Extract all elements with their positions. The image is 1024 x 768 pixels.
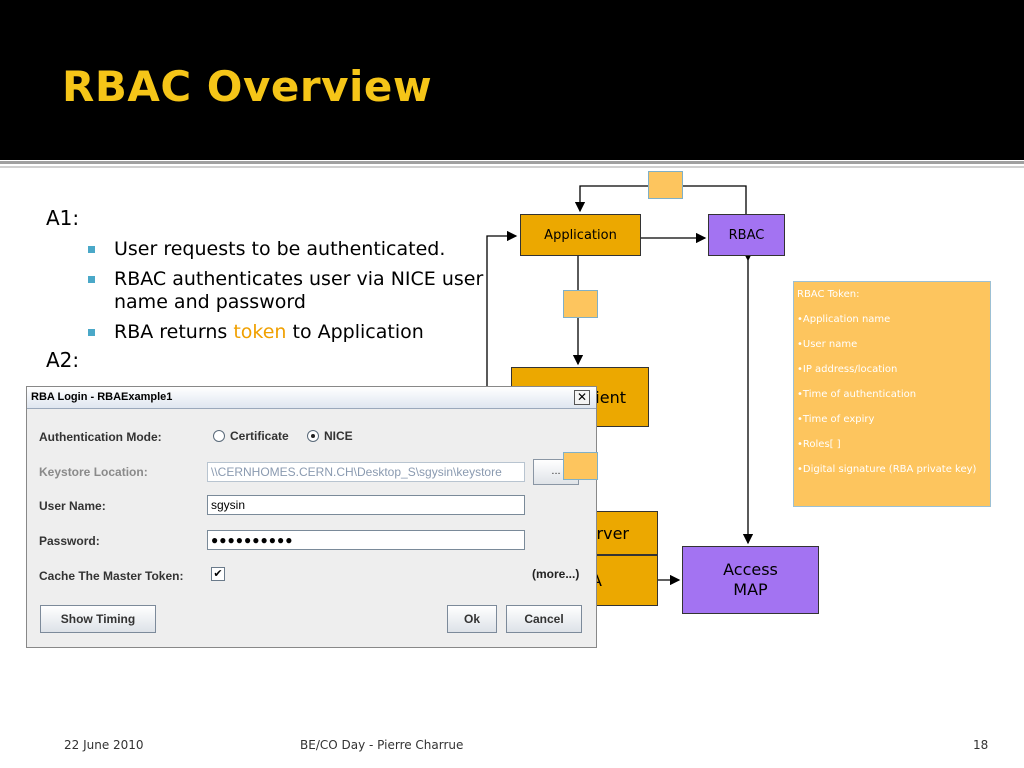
bullet-marker-icon [88,329,95,336]
cache-master-token-checkbox[interactable]: ✔ [211,567,225,581]
close-icon[interactable]: ✕ [574,390,590,405]
header-divider-secondary [0,166,1024,168]
password-field[interactable]: ●●●●●●●●●● [207,530,525,550]
bullet-item: User requests to be authenticated. [88,238,488,261]
token-panel-item: •Roles[ ] [797,439,841,450]
keystore-location-label: Keystore Location: [39,465,148,479]
bullet-text-before: RBA returns [114,321,234,343]
bullet-text: RBAC authenticates user via NICE user na… [114,268,484,313]
header-divider [0,161,1024,164]
token-chip-top [648,171,683,199]
connector-user-to-application [486,230,518,386]
footer-page-number: 18 [973,738,989,752]
token-highlight: token [233,321,287,343]
access-map-box: Access MAP [682,546,819,614]
slide-header: RBAC Overview [0,0,1024,160]
cache-master-token-label: Cache The Master Token: [39,569,184,583]
rba-login-dialog: RBA Login - RBAExample1 ✕ Authentication… [26,386,597,648]
radio-certificate-label: Certificate [230,429,289,443]
token-panel-item: •Time of expiry [797,414,875,425]
cancel-button[interactable]: Cancel [506,605,582,633]
bullet-item: RBA returns token to Application [88,321,488,344]
token-panel-item: •Digital signature (RBA private key) [797,464,977,475]
bullet-marker-icon [88,276,95,283]
footer-date: 22 June 2010 [64,738,144,752]
bullet-marker-icon [88,246,95,253]
ok-button[interactable]: Ok [447,605,497,633]
radio-nice-label: NICE [324,429,353,443]
rbac-box: RBAC [708,214,785,256]
bullet-item: RBAC authenticates user via NICE user na… [88,268,488,314]
radio-certificate[interactable]: Certificate [213,429,289,443]
show-timing-button[interactable]: Show Timing [40,605,156,633]
token-panel-item: •IP address/location [797,364,898,375]
token-panel-item: •Time of authentication [797,389,917,400]
username-field[interactable]: sgysin [207,495,525,515]
username-label: User Name: [39,499,106,513]
token-chip-middle [563,290,598,318]
token-panel-title: RBAC Token: [797,289,860,300]
a1-bullet-list: User requests to be authenticated. RBAC … [88,238,488,351]
bullet-text-after: to Application [286,321,424,343]
more-link[interactable]: (more...) [532,567,580,581]
dialog-title: RBA Login - RBAExample1 [31,391,173,403]
footer-event: BE/CO Day - Pierre Charrue [300,738,464,752]
token-panel-item: •Application name [797,314,891,325]
slide-title: RBAC Overview [62,62,433,111]
auth-mode-label: Authentication Mode: [39,430,162,444]
radio-nice[interactable]: NICE [307,429,353,443]
radio-button-icon[interactable] [213,430,225,442]
rbac-token-panel: RBAC Token: •Application name •User name… [793,281,991,507]
keystore-location-field[interactable]: \\CERNHOMES.CERN.CH\Desktop_S\sgysin\key… [207,462,525,482]
section-a1-label: A1: [46,206,80,230]
application-box: Application [520,214,641,256]
dialog-titlebar[interactable]: RBA Login - RBAExample1 ✕ [27,387,596,409]
section-a2-label: A2: [46,348,80,372]
password-label: Password: [39,534,100,548]
token-panel-item: •User name [797,339,858,350]
radio-button-selected-icon[interactable] [307,430,319,442]
token-chip-lower [563,452,598,480]
bullet-text: User requests to be authenticated. [114,238,446,260]
